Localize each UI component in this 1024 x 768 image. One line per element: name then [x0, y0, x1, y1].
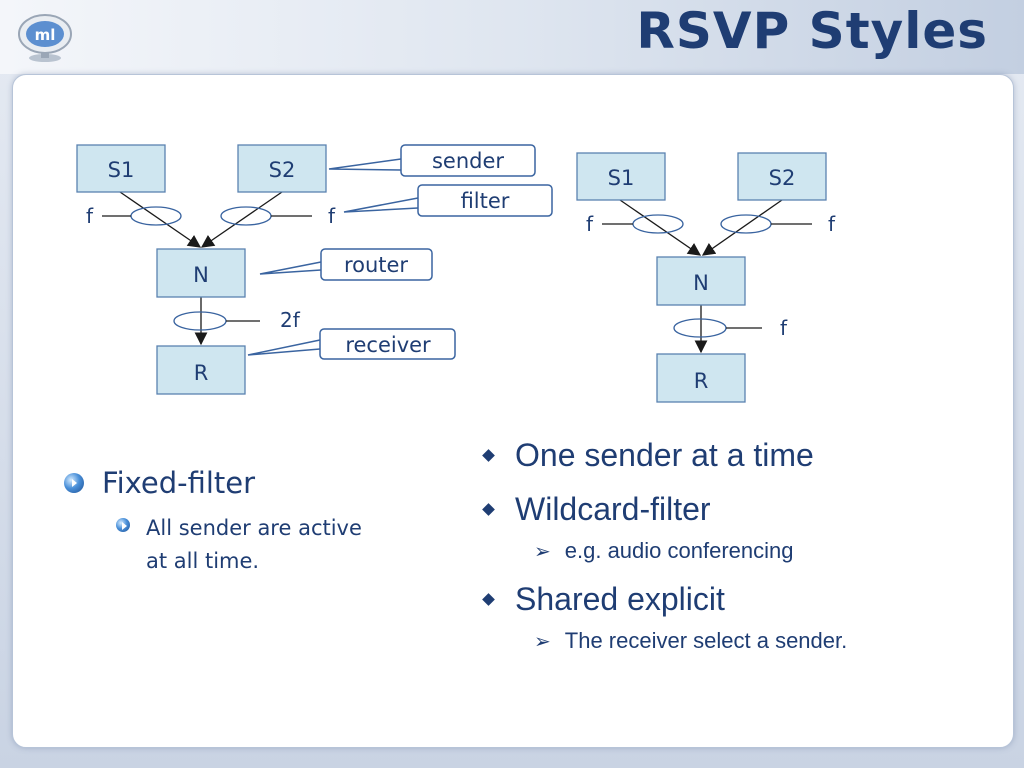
sub-list-item-line: All sender are active [146, 516, 362, 540]
filter-ellipse-right [720, 214, 772, 234]
node-r-label: R [194, 361, 209, 385]
node-n [656, 256, 746, 306]
list-item: One sender at a time [482, 436, 847, 474]
diamond-bullet-icon [482, 592, 495, 606]
diamond-bullet-icon [482, 502, 495, 516]
callout-sender: sender [328, 144, 536, 177]
filter-label-right: f [828, 212, 836, 236]
node-s2-label: S2 [769, 166, 796, 190]
filter-label-left: f [86, 204, 94, 228]
page-title: RSVP Styles [636, 2, 988, 60]
list-item: Wildcard-filter [482, 490, 847, 528]
node-s1-label: S1 [108, 158, 135, 182]
arrowhead-bullet-icon: ➢ [534, 629, 551, 653]
list-item: Fixed-filter [64, 466, 362, 500]
node-s1 [576, 152, 666, 201]
callout-receiver: receiver [247, 328, 456, 360]
node-s2-label: S2 [269, 158, 296, 182]
node-r-label: R [694, 369, 709, 393]
left-bullet-list: Fixed-filter All sender are active at al… [64, 466, 362, 578]
list-item: Shared explicit [482, 580, 847, 618]
list-item-label: One sender at a time [515, 436, 814, 473]
sub-list-item: ➢ The receiver select a sender. [534, 626, 847, 656]
right-diagram: f f f S1 S2 N R [576, 152, 836, 403]
callout-receiver-label: receiver [345, 333, 431, 357]
node-s2 [737, 152, 827, 201]
header-band [0, 0, 1024, 74]
node-n [156, 248, 246, 298]
callout-filter: filter [343, 184, 553, 217]
filter-ellipse-bottom [173, 311, 227, 331]
sub-list-item-label: The receiver select a sender. [564, 628, 848, 653]
node-r [156, 345, 246, 395]
callout-filter-label: filter [461, 189, 510, 213]
node-s2 [237, 144, 327, 193]
callout-router-label: router [344, 253, 408, 277]
diamond-bullet-icon [482, 448, 495, 462]
node-n-label: N [693, 271, 709, 295]
node-s1 [76, 144, 166, 193]
callout-sender-label: sender [432, 149, 504, 173]
filter-ellipse-bottom [673, 318, 727, 338]
list-item-label: Shared explicit [515, 580, 725, 617]
right-bullet-list: One sender at a time Wildcard-filter ➢ e… [482, 436, 847, 656]
filter-label-bottom: f [780, 316, 788, 340]
list-item-label: Fixed-filter [102, 466, 256, 500]
callout-router: router [259, 248, 433, 281]
sub-list-item-label: e.g. audio conferencing [564, 538, 794, 563]
arrowhead-bullet-icon: ➢ [534, 539, 551, 563]
left-diagram: f f 2f S1 S2 N R sender filter router [76, 144, 553, 395]
list-item-label: Wildcard-filter [515, 490, 711, 527]
filter-label-bottom: 2f [280, 308, 301, 332]
monitor-logo-icon: ml [18, 14, 72, 62]
blue-bullet-icon [64, 473, 84, 493]
filter-label-right: f [328, 204, 336, 228]
sub-list-item-line: at all time. [146, 549, 260, 573]
sub-list-item: ➢ e.g. audio conferencing [534, 536, 847, 566]
filter-ellipse-left [632, 214, 684, 234]
svg-text:ml: ml [35, 26, 56, 44]
blue-bullet-icon [116, 518, 130, 532]
node-r [656, 353, 746, 403]
filter-label-left: f [586, 212, 594, 236]
node-n-label: N [193, 263, 209, 287]
sub-list-item: All sender are active at all time. [116, 512, 362, 578]
node-s1-label: S1 [608, 166, 635, 190]
